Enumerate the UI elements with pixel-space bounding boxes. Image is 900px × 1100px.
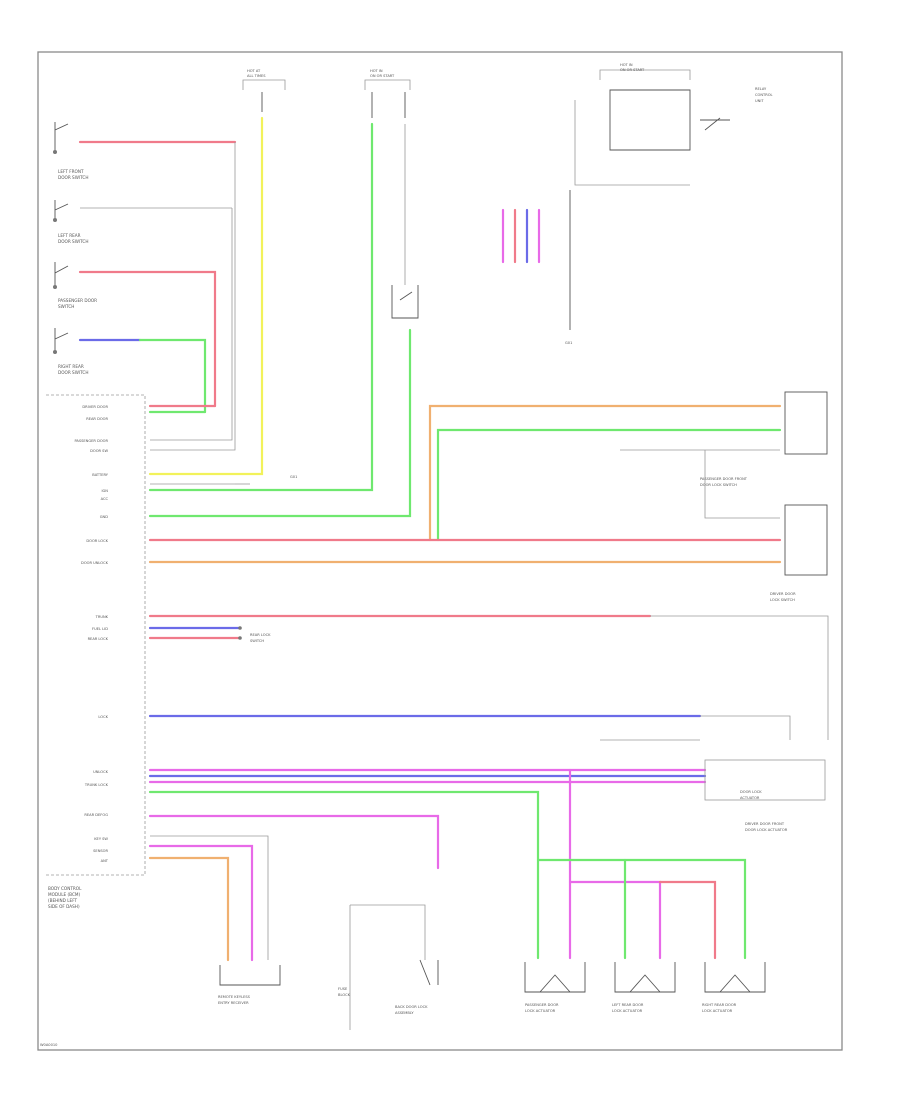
bottom-4-label-2: LOCK ACTUATOR (525, 1009, 556, 1013)
bottom-5-label-1: LEFT REAR DOOR (612, 1003, 644, 1007)
bcm-pin-labels: DRIVER DOOR REAR DOOR PASSENGER DOOR DOO… (74, 405, 108, 863)
bcm-pin-14: LOCK (98, 715, 108, 719)
bcm-pin-2: REAR DOOR (86, 417, 108, 421)
passenger-front-label-1: PASSENGER DOOR FRONT (700, 477, 748, 481)
left-rear-door-actuator: LEFT REAR DOOR LOCK ACTUATOR (612, 962, 676, 1013)
bottom-6-label-2: LOCK ACTUATOR (702, 1009, 733, 1013)
bottom-1-label-2: ENTRY RECEIVER (218, 1001, 249, 1005)
bcm-pin-3: PASSENGER DOOR (74, 439, 108, 443)
driver-front-label-1: DRIVER DOOR FRONT (745, 822, 785, 826)
bcm-pin-13: REAR LOCK (88, 637, 109, 641)
bcm-pin-18: KEY SW (94, 837, 108, 841)
right-rear-door-actuator: RIGHT REAR DOOR LOCK ACTUATOR (702, 962, 766, 1013)
fuse-2-label-2: ON OR START (370, 74, 395, 78)
relay-label-2: CONTROL (755, 93, 773, 97)
door-lock-lower-label-2: ACTUATOR (740, 796, 760, 800)
switch-1-label-1: LEFT FRONT (58, 169, 84, 174)
bcm-name-3: (BEHIND LEFT (48, 898, 78, 903)
bcm-name-1: BODY CONTROL (48, 886, 82, 891)
fuse-1-label-2: ALL TIMES (247, 74, 266, 78)
passenger-door-actuator: PASSENGER DOOR LOCK ACTUATOR (524, 962, 586, 1013)
passenger-front-label-2: DOOR LOCK SWITCH (700, 483, 737, 487)
ground-label: G01 (565, 341, 572, 345)
bcm-pin-20: ANT (101, 859, 109, 863)
relay-control-unit: HOT IN ON OR START RELAY CONTROL UNIT (574, 63, 773, 186)
passenger-front-switch: PASSENGER DOOR FRONT DOOR LOCK SWITCH (700, 391, 828, 487)
rear-switch-label-2: SWITCH (250, 639, 264, 643)
switch-4-label-1: RIGHT REAR (58, 364, 84, 369)
bottom-1-label-1: REMOTE KEYLESS (218, 995, 251, 999)
relay-label-3: UNIT (755, 99, 764, 103)
fuse-hot-at-all-times: HOT AT ALL TIMES (242, 69, 286, 112)
bottom-3-label-2: ASSEMBLY (395, 1011, 414, 1015)
bcm-name-4: SIDE OF DASH) (48, 904, 80, 909)
driver-front-label-2: DOOR LOCK ACTUATOR (745, 828, 788, 832)
fuse-3-label-1: HOT IN (620, 63, 633, 67)
bottom-5-label-2: LOCK ACTUATOR (612, 1009, 643, 1013)
bcm-pin-7: ACC (101, 497, 109, 501)
bcm-pin-9: DOOR LOCK (86, 539, 108, 543)
bcm-pin-11: TRUNK (95, 615, 109, 619)
door-lock-lower-label-1: DOOR LOCK (740, 790, 762, 794)
bcm-pin-10: DOOR UNLOCK (81, 561, 109, 565)
fuse-hot-in-on: HOT IN ON OR START (364, 69, 411, 118)
bottom-4-label-1: PASSENGER DOOR (525, 1003, 559, 1007)
rear-switch-label-1: REAR LOCK (250, 633, 271, 637)
bottom-2-label-1: FUSE (338, 987, 348, 991)
switch-2-label-2: DOOR SWITCH (58, 239, 88, 244)
switch-3-label-2: SWITCH (58, 304, 74, 309)
relay-label-1: RELAY (755, 87, 767, 91)
door-switch-passenger: PASSENGER DOOR SWITCH (53, 262, 217, 408)
fuse-block: FUSE BLOCK (338, 904, 426, 1030)
bottom-6-label-1: RIGHT REAR DOOR (702, 1003, 737, 1007)
switch-2-label-1: LEFT REAR (58, 233, 81, 238)
door-switch-left-rear: LEFT REAR DOOR SWITCH (53, 200, 232, 244)
bcm-pin-19: SENSOR (93, 849, 108, 853)
bcm-pin-12: FUEL LID (92, 627, 108, 631)
bcm-pin-16: TRUNK LOCK (84, 783, 109, 787)
footer-code: W0A0010 (40, 1043, 58, 1047)
diagram-frame (37, 51, 843, 1051)
bcm-pin-5: BATTERY (92, 473, 109, 477)
bcm-pin-1: DRIVER DOOR (82, 405, 108, 409)
switch-4-label-2: DOOR SWITCH (58, 370, 88, 375)
bcm-pin-15: UNLOCK (93, 770, 109, 774)
splice-label-1: G01 (290, 475, 297, 479)
bcm-pin-6: IGN (101, 489, 108, 493)
bcm-name-2: MODULE (BCM) (48, 892, 80, 897)
bottom-3-label-1: BACK DOOR LOCK (395, 1005, 428, 1009)
driver-door-label-1: DRIVER DOOR (770, 592, 796, 596)
fuse-1-label-1: HOT AT (247, 69, 261, 73)
switch-1-label-2: DOOR SWITCH (58, 175, 88, 180)
fuse-3-label-2: ON OR START (620, 68, 645, 72)
bottom-2-label-2: BLOCK (338, 993, 351, 997)
bcm-pin-8: GND (100, 515, 108, 519)
bcm-pin-4: DOOR SW (90, 449, 108, 453)
bcm-pin-17: REAR DEFOG (84, 813, 108, 817)
driver-door-switch: DRIVER DOOR LOCK SWITCH (770, 504, 828, 602)
switch-3-label-1: PASSENGER DOOR (58, 298, 97, 303)
driver-door-label-2: LOCK SWITCH (770, 598, 795, 602)
bcm-module: BODY CONTROL MODULE (BCM) (BEHIND LEFT S… (46, 394, 146, 909)
back-door-lock-assembly: BACK DOOR LOCK ASSEMBLY (395, 959, 439, 1015)
door-switch-right-rear: RIGHT REAR DOOR SWITCH (53, 328, 207, 414)
remote-keyless-receiver: REMOTE KEYLESS ENTRY RECEIVER (218, 965, 281, 1005)
door-switch-left-front: LEFT FRONT DOOR SWITCH (53, 122, 237, 180)
fuse-2-label-1: HOT IN (370, 69, 383, 73)
